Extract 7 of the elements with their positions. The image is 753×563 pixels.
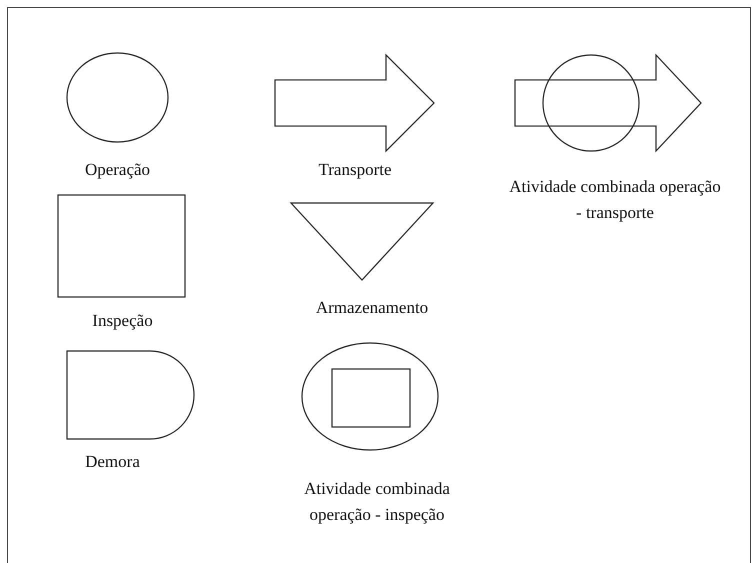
symbol-label: Atividade combinada operação - inspeção bbox=[303, 478, 451, 526]
symbol-label: Atividade combinada operação - transporte bbox=[508, 176, 722, 224]
symbol-label: Operação bbox=[84, 159, 152, 181]
symbol-label: Demora bbox=[84, 451, 141, 473]
symbol-label: Transporte bbox=[317, 159, 393, 181]
symbol-label: Inspeção bbox=[91, 310, 154, 332]
symbol-label: Armazenamento bbox=[314, 297, 430, 319]
